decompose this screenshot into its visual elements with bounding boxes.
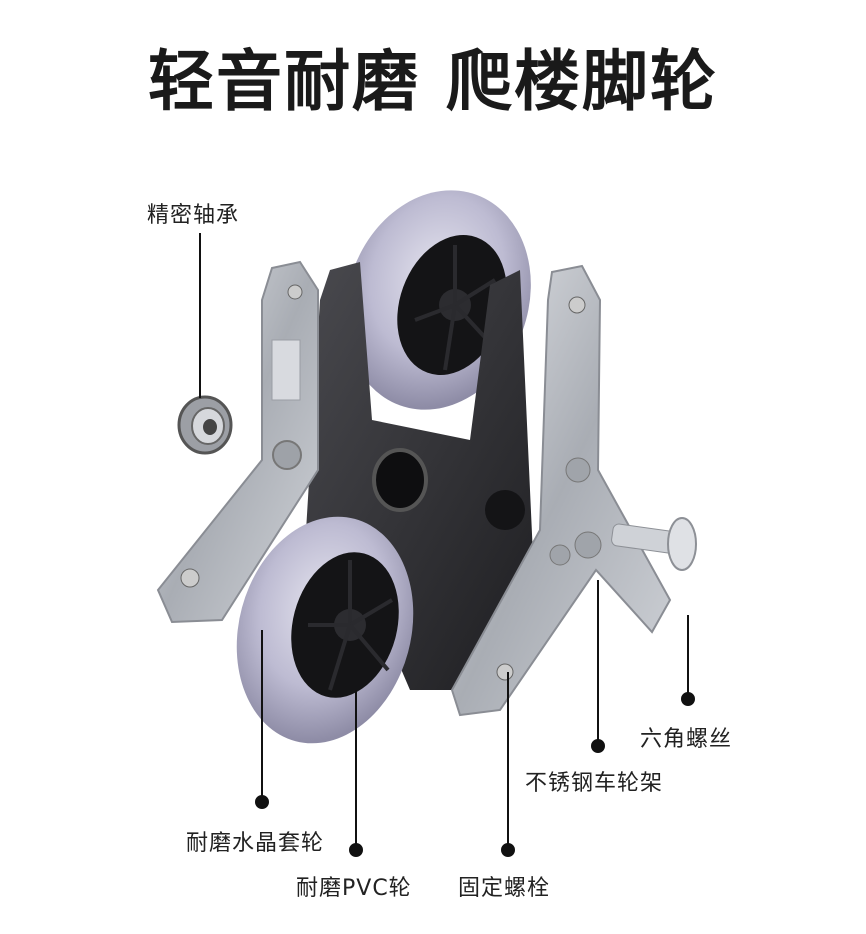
page-title: 轻音耐磨爬楼脚轮 <box>0 28 866 124</box>
bottom-crystal-wheel <box>236 516 414 744</box>
label-fixing-bolt: 固定螺栓 <box>458 876 551 901</box>
left-metal-plate <box>156 260 319 624</box>
hex-screw <box>611 517 697 571</box>
label-crystal-wheel: 耐磨水晶套轮 <box>186 831 325 856</box>
title-part-2: 爬楼脚轮 <box>446 43 718 120</box>
bearing-icon <box>177 395 233 455</box>
title-part-1: 轻音耐磨 <box>148 43 420 120</box>
label-bearing: 精密轴承 <box>147 203 240 228</box>
right-metal-plate <box>450 264 672 717</box>
callout-leaders <box>199 233 695 857</box>
label-stainless-frame: 不锈钢车轮架 <box>525 771 664 796</box>
label-pvc-wheel: 耐磨PVC轮 <box>296 876 412 901</box>
label-hex-screw: 六角螺丝 <box>640 727 733 752</box>
